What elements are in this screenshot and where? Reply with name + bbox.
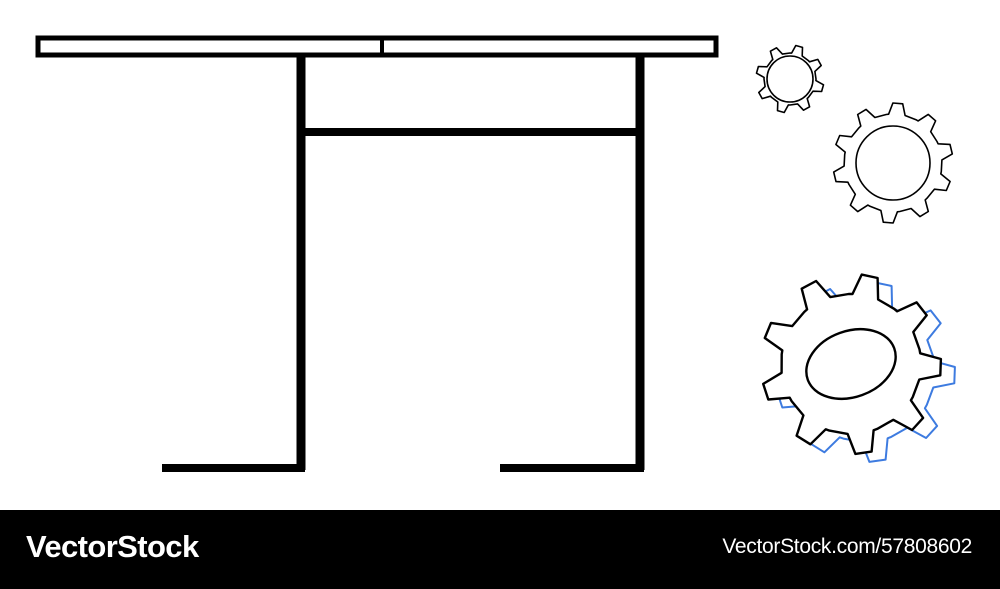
large-gear-outline — [762, 273, 943, 456]
desk-icon — [35, 35, 719, 472]
watermark-brand: VectorStock — [26, 528, 199, 564]
illustration-art — [35, 35, 956, 472]
small-gear-icon — [755, 44, 825, 114]
desk-top — [35, 35, 719, 58]
large-gear-icon — [762, 273, 956, 463]
watermark-image-id: VectorStock.com/57808602 — [722, 534, 972, 558]
medium-gear-icon — [832, 102, 954, 224]
watermark-footer: VectorStock VectorStock.com/57808602 — [0, 510, 1000, 589]
